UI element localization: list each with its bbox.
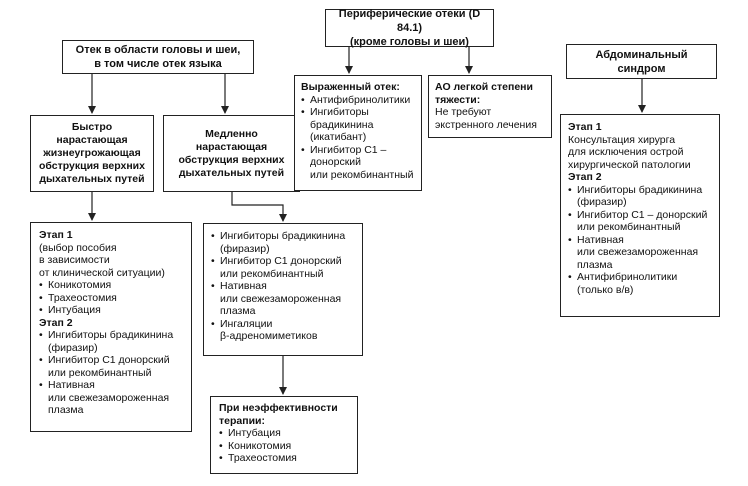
abdominal-stage2-list: Ингибиторы брадикинина (фиразир) Ингибит… xyxy=(568,184,712,297)
arrow-slow-to-plan xyxy=(231,192,287,222)
list-item: Трахеостомия xyxy=(219,452,349,465)
rapid-obstruction-box: Быстро нарастающая жизнеугрожающая обстр… xyxy=(30,115,154,192)
mild-ao-box: АО легкой степени тяжести: Не требуют эк… xyxy=(428,75,552,138)
head-neck-edema-title: Отек в области головы и шеи, в том числе… xyxy=(75,44,241,70)
rapid-stage2-label: Этап 2 xyxy=(39,316,73,329)
peripheral-edema-title: Периферические отеки (D 84.1) (кроме гол… xyxy=(338,8,481,48)
abdominal-stage2-label: Этап 2 xyxy=(568,171,602,183)
list-item: Ингибитор С1 – донорский или рекомбинант… xyxy=(568,209,712,234)
list-item: Ингибитор С1 донорский или рекомбинантны… xyxy=(211,255,355,280)
list-item: Ингибиторы брадикинина (фиразир) xyxy=(39,329,183,354)
list-item: Антифибринолитики (только в/в) xyxy=(568,271,712,296)
list-item: Нативная или свежезамороженная плазма xyxy=(568,234,712,272)
rapid-treatment-plan-box: Этап 1 (выбор пособия в зависимости от к… xyxy=(30,222,192,432)
slow-treatment-plan-box: Ингибиторы брадикинина (фиразир) Ингибит… xyxy=(203,223,363,356)
rapid-stage2-list: Ингибиторы брадикинина (фиразир) Ингибит… xyxy=(39,329,183,417)
list-item: Коникотомия xyxy=(219,440,349,453)
slow-obstruction-box: Медленно нарастающая обструкция верхних … xyxy=(163,115,300,192)
list-item: Коникотомия xyxy=(39,279,183,292)
list-item: Ингибиторы брадикинина (икатибант) xyxy=(301,106,415,144)
mild-ao-note: Не требуют экстренного лечения xyxy=(435,106,537,131)
ineffective-therapy-list: Интубация Коникотомия Трахеостомия xyxy=(219,427,349,465)
list-item: Ингибитор С1 донорский или рекомбинантны… xyxy=(39,354,183,379)
list-item: Интубация xyxy=(39,304,183,317)
severe-edema-box: Выраженный отек: Антифибринолитики Ингиб… xyxy=(294,75,422,191)
rapid-stage1-label: Этап 1 xyxy=(39,229,73,241)
ineffective-therapy-box: При неэффективности терапии: Интубация К… xyxy=(210,396,358,474)
list-item: Ингибиторы брадикинина (фиразир) xyxy=(211,230,355,255)
list-item: Трахеостомия xyxy=(39,292,183,305)
slow-treatment-list: Ингибиторы брадикинина (фиразир) Ингибит… xyxy=(211,230,355,343)
list-item: Ингибиторы брадикинина (фиразир) xyxy=(568,184,712,209)
head-neck-edema-box: Отек в области головы и шеи, в том числе… xyxy=(62,40,254,74)
list-item: Ингибитор С1 – донорский или рекомбинант… xyxy=(301,144,415,182)
list-item: Ингаляции β-адреномиметиков xyxy=(211,318,355,343)
list-item: Нативная или свежезамороженная плазма xyxy=(39,379,183,417)
list-item: Нативная или свежезамороженная плазма xyxy=(211,280,355,318)
severe-edema-title: Выраженный отек: xyxy=(301,81,400,93)
rapid-stage1-list: Коникотомия Трахеостомия Интубация xyxy=(39,279,183,317)
severe-edema-list: Антифибринолитики Ингибиторы брадикинина… xyxy=(301,94,415,182)
abdominal-stage1-note: Консультация хирурга для исключения остр… xyxy=(568,133,691,171)
abdominal-stage1-label: Этап 1 xyxy=(568,121,602,133)
abdominal-syndrome-box: Абдоминальный синдром xyxy=(566,44,717,79)
list-item: Интубация xyxy=(219,427,349,440)
slow-obstruction-title: Медленно нарастающая обструкция верхних … xyxy=(178,127,285,179)
rapid-stage1-note: (выбор пособия в зависимости от клиничес… xyxy=(39,241,165,279)
rapid-obstruction-title: Быстро нарастающая жизнеугрожающая обстр… xyxy=(39,121,145,185)
list-item: Антифибринолитики xyxy=(301,94,415,107)
abdominal-treatment-plan-box: Этап 1 Консультация хирурга для исключен… xyxy=(560,114,720,317)
ineffective-therapy-title: При неэффективности терапии: xyxy=(219,402,338,427)
mild-ao-title: АО легкой степени тяжести: xyxy=(435,81,533,106)
abdominal-syndrome-title: Абдоминальный синдром xyxy=(595,48,688,75)
peripheral-edema-box: Периферические отеки (D 84.1) (кроме гол… xyxy=(325,8,494,48)
